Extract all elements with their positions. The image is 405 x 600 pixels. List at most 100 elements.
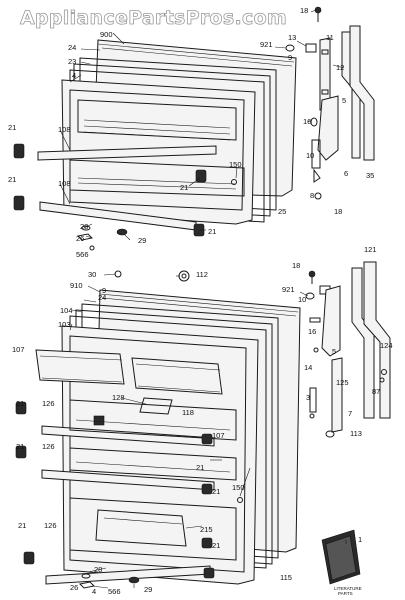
callout-18: 18: [292, 261, 300, 270]
plug-icon: [285, 44, 295, 52]
plug-icon: [325, 430, 335, 438]
callout-26: 26: [70, 583, 78, 592]
freezer-door-assembly: [13, 6, 375, 251]
callout-113: 113: [350, 429, 362, 438]
callout-29: 29: [138, 236, 146, 245]
callout-108: 108: [58, 179, 71, 188]
callout-9: 9: [288, 53, 292, 62]
callout-11: 11: [326, 33, 334, 42]
callout-8: 8: [310, 191, 314, 200]
leader-lines: [59, 9, 347, 589]
callout-7: 7: [348, 409, 352, 418]
callout-16: 16: [303, 117, 311, 126]
callout-21: 21: [208, 227, 216, 236]
callout-30: 30: [88, 270, 96, 279]
callout-21: 21: [196, 463, 204, 472]
callout-107: 107: [212, 431, 225, 440]
watermark-text: AppliancePartsPros.com: [20, 7, 287, 29]
callout-18: 18: [300, 6, 308, 15]
fresh-food-door-assembly: [15, 261, 391, 589]
end-cap-icon: [201, 483, 213, 495]
literature-label-line-1: LITERATURE: [334, 586, 362, 591]
callout-5: 5: [332, 347, 336, 356]
callout-9: 9: [102, 286, 106, 295]
callout-21: 21: [16, 442, 24, 451]
plug-icon: [178, 270, 190, 282]
callout-labels: 900 24 921 13 18 9 23 11 12 4 5 108 21 1…: [8, 6, 393, 596]
callout-25: 25: [278, 207, 286, 216]
end-cap-icon: [23, 551, 35, 565]
callout-21: 21: [212, 487, 220, 496]
door-handle-7: [351, 267, 375, 419]
door-shelf-bar-upper: [37, 145, 217, 161]
callout-215: 215: [200, 525, 213, 534]
callout-112: 112: [196, 270, 208, 279]
hinge-cap-icon: [305, 43, 317, 53]
callout-150: 150: [232, 483, 245, 492]
callout-4: 4: [72, 71, 76, 80]
egg-tray: [139, 397, 173, 415]
screw-icon: [89, 245, 95, 251]
callout-126: 126: [42, 399, 55, 408]
callout-121: 121: [364, 245, 377, 254]
callout-126: 126: [44, 521, 57, 530]
screw-icon: [231, 179, 237, 185]
end-cap-icon: [15, 445, 27, 459]
callout-12: 12: [336, 63, 344, 72]
callout-910: 910: [70, 281, 83, 290]
end-cap-icon: [201, 537, 213, 549]
literature-label-line-2: PARTS: [338, 591, 353, 596]
screw-icon: [308, 270, 316, 278]
callout-13: 13: [288, 33, 296, 42]
callout-21: 21: [212, 541, 220, 550]
callout-125: 125: [336, 378, 349, 387]
literature-label: LITERATURE PARTS: [334, 586, 363, 596]
washer-icon: [81, 573, 91, 579]
callout-14: 14: [304, 363, 312, 372]
callout-128: 128: [112, 393, 125, 402]
callout-5: 5: [342, 96, 346, 105]
callout-10: 10: [306, 151, 314, 160]
callout-87: 87: [372, 387, 380, 396]
callout-900: 900: [100, 30, 113, 39]
callout-16: 16: [308, 327, 316, 336]
hinge-bracket-lower: [331, 357, 343, 433]
callout-29: 29: [144, 585, 152, 594]
end-cap-icon: [195, 169, 207, 183]
callout-26: 26: [76, 234, 84, 243]
callout-3: 3: [306, 393, 310, 402]
callout-28: 28: [94, 565, 102, 574]
callout-124: 124: [380, 341, 393, 350]
callout-1: 1: [358, 535, 362, 544]
end-cap-icon: [13, 143, 25, 159]
callout-21: 21: [8, 123, 16, 132]
door-handle-35: [349, 25, 375, 161]
callout-21: 21: [18, 521, 26, 530]
callout-23: 23: [68, 57, 76, 66]
callout-4: 4: [92, 587, 96, 596]
callout-104: 104: [60, 306, 73, 315]
dairy-compartment-left: [35, 349, 125, 385]
screw-icon: [237, 497, 243, 503]
end-cap-icon: [13, 195, 25, 211]
callout-21: 21: [8, 175, 16, 184]
callout-115: 115: [280, 573, 292, 582]
callout-108: 108: [58, 125, 71, 134]
hinge-plate: [317, 95, 339, 161]
callout-103: 103: [58, 320, 71, 329]
callout-566: 566: [108, 587, 121, 596]
door-bin: [95, 509, 187, 547]
tray-bracket-icon: [93, 415, 105, 426]
callout-18: 18: [334, 207, 342, 216]
door-shelf-bar-2: [41, 469, 215, 491]
end-cap-icon: [15, 401, 27, 415]
callout-107: 107: [12, 345, 25, 354]
callout-21: 21: [16, 399, 24, 408]
callout-6: 6: [344, 169, 348, 178]
callout-118: 118: [182, 408, 194, 417]
callout-28: 28: [80, 222, 88, 231]
callout-35: 35: [366, 171, 374, 180]
washer-icon: [81, 225, 91, 231]
